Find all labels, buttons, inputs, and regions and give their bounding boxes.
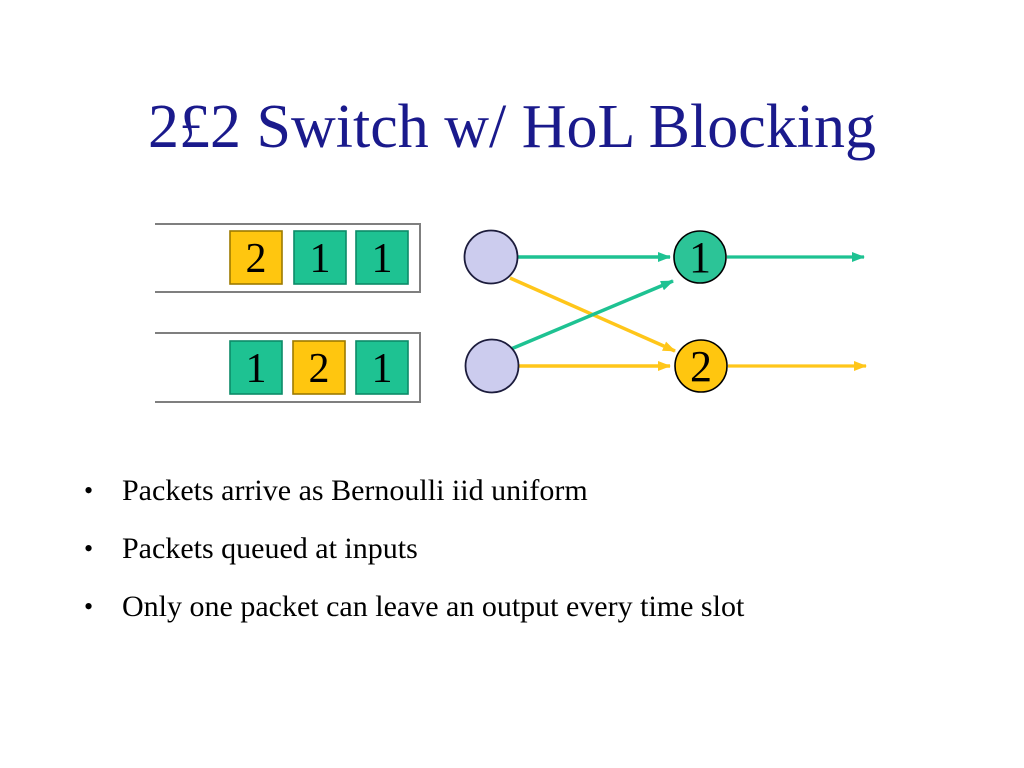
- bullet-item-1: • Packets arrive as Bernoulli iid unifor…: [84, 472, 994, 510]
- bullet-text-1: Packets arrive as Bernoulli iid uniform: [122, 474, 588, 507]
- bullet-item-2: • Packets queued at inputs: [84, 530, 994, 568]
- bullet-list: • Packets arrive as Bernoulli iid unifor…: [84, 472, 994, 646]
- input-queue-1-outline: [155, 223, 421, 293]
- bullet-dot: •: [84, 476, 94, 505]
- bullet-dot: •: [84, 534, 94, 563]
- input-queue-1: 2 1 1: [229, 230, 409, 285]
- slide-title: 2£2 Switch w/ HoL Blocking: [148, 93, 876, 161]
- queue2-packet-3: [355, 340, 409, 395]
- link-input2-output1: [510, 279, 674, 351]
- queue2-packet-2: [292, 340, 346, 395]
- input-queue-2: 1 2 1: [229, 340, 409, 395]
- input-port-2-node: [464, 338, 520, 394]
- input-port-1-node: [463, 229, 519, 285]
- queue1-packet-3-label: 1: [372, 236, 393, 282]
- queue1-packet-2: [293, 230, 347, 285]
- bullet-text-2: Packets queued at inputs: [122, 532, 418, 565]
- output-port-1-node: [673, 230, 727, 284]
- output-port-1-label: 1: [689, 233, 711, 282]
- queue1-packet-3: [355, 230, 409, 285]
- queue1-packet-2-label: 1: [310, 236, 331, 282]
- queue2-packet-2-label: 2: [309, 346, 330, 392]
- bullet-text-3: Only one packet can leave an output ever…: [122, 590, 745, 623]
- queue2-packet-1: [229, 340, 283, 395]
- queue1-packet-1: [229, 230, 283, 285]
- bullet-dot: •: [84, 592, 94, 621]
- bullet-item-3: • Only one packet can leave an output ev…: [84, 588, 994, 626]
- queue2-packet-1-label: 1: [246, 346, 267, 392]
- queue2-packet-3-label: 1: [372, 346, 393, 392]
- output-port-2-label: 2: [690, 342, 712, 391]
- input-queue-2-outline: [155, 332, 421, 403]
- queue1-packet-1-label: 2: [246, 236, 267, 282]
- output-port-2-node: [674, 339, 728, 393]
